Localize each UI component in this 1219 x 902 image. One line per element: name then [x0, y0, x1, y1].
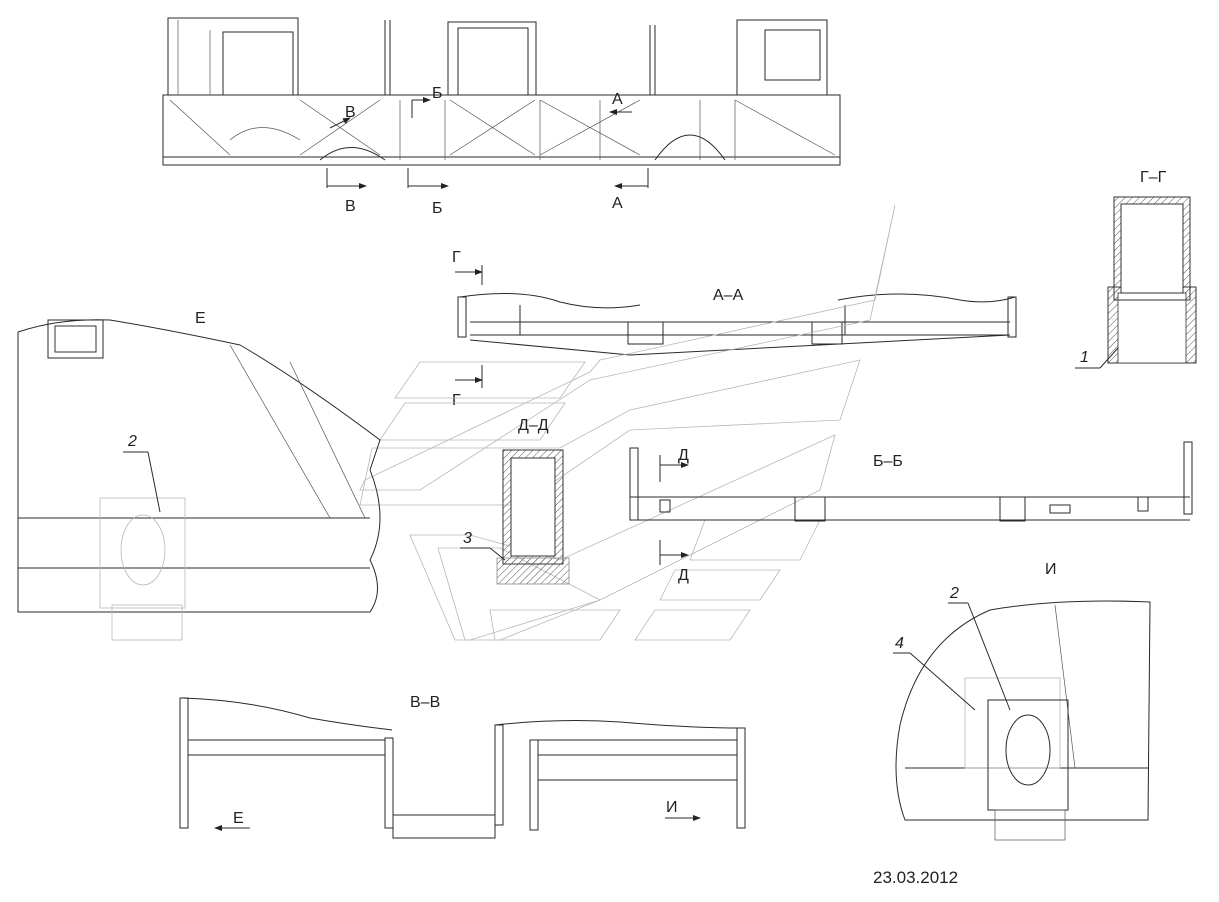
watermark-logo — [359, 204, 896, 641]
label-e-bottom: Е — [233, 810, 244, 827]
label-i-bottom: И — [666, 799, 678, 816]
section-aa-beam — [457, 292, 1017, 356]
frame-side-view — [162, 17, 841, 166]
callout-2-right: 2 — [949, 585, 959, 602]
label-bb: Б–Б — [873, 453, 903, 470]
label-a-top: А — [612, 91, 623, 108]
label-d-bottom: Д — [678, 567, 689, 584]
label-g-bottom: Г — [452, 392, 461, 409]
section-bb-beam — [629, 441, 1193, 522]
label-g-top: Г — [452, 249, 461, 266]
date-stamp: 23.03.2012 — [873, 868, 958, 887]
label-a-bottom: А — [612, 195, 623, 212]
section-vv-frame — [179, 697, 746, 839]
section-marks-side-view — [326, 97, 649, 189]
section-dd-profile — [496, 449, 570, 585]
label-dd: Д–Д — [518, 417, 549, 434]
label-v-top: В — [345, 104, 356, 121]
label-b-top: Б — [432, 85, 443, 102]
label-d-top: Д — [678, 447, 689, 464]
callout-4: 4 — [895, 635, 904, 652]
label-b-bottom: Б — [432, 200, 443, 217]
label-v-bottom: В — [345, 198, 356, 215]
label-gg: Г–Г — [1140, 169, 1167, 186]
label-vv: В–В — [410, 694, 440, 711]
label-i: И — [1045, 561, 1057, 578]
detail-e — [17, 319, 381, 641]
callout-2-left: 2 — [127, 433, 137, 450]
detail-i — [895, 600, 1151, 841]
label-aa: А–А — [713, 287, 744, 304]
callout-3: 3 — [463, 530, 472, 547]
label-e: Е — [195, 310, 206, 327]
section-gg-profile — [1107, 196, 1197, 364]
callout-1: 1 — [1080, 349, 1089, 366]
